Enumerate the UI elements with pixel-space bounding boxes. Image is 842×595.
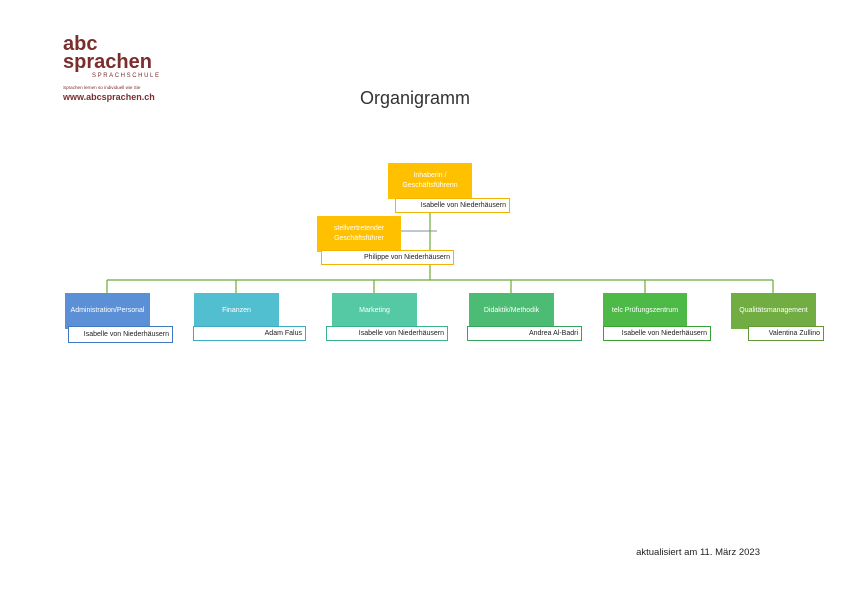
dept-qualitaet-name-box: Valentina Zullino (748, 326, 824, 341)
updated-date: aktualisiert am 11. März 2023 (636, 547, 760, 558)
dept-qualitaet-name: Valentina Zullino (768, 330, 820, 337)
dept-finanzen-box: Finanzen (194, 293, 279, 329)
logo-url: www.abcsprachen.ch (63, 92, 155, 102)
dept-didaktik-name-box: Andrea Al-Badri (467, 326, 582, 341)
deputy-role-line1: stellvertretender (333, 225, 385, 233)
logo-abc: abc (63, 33, 98, 55)
logo-tagline: Sprachen lernen so individuell wie Sie (63, 85, 141, 90)
deputy-name: Philippe von Niederhäusern (364, 254, 450, 261)
top-role-line2: Geschäftsführerin (402, 182, 458, 189)
dept-qualitaet-role: Qualitätsmanagement (739, 307, 808, 315)
logo-sprachen: sprachen (63, 51, 152, 73)
dept-marketing-box: Marketing (332, 293, 417, 329)
dept-administration-box: Administration/Personal (65, 293, 150, 329)
dept-telc-name-box: Isabelle von Niederhäusern (603, 326, 711, 341)
deputy-name-box: Philippe von Niederhäusern (321, 250, 454, 265)
dept-didaktik-name: Andrea Al-Badri (528, 330, 578, 337)
dept-administration-role: Administration/Personal (70, 307, 145, 315)
dept-administration-name: Isabelle von Niederhäusern (83, 331, 169, 338)
dept-administration-name-box: Isabelle von Niederhäusern (68, 326, 173, 343)
dept-marketing-role: Marketing (359, 307, 390, 315)
dept-didaktik-role: Didaktik/Methodik (483, 307, 540, 315)
top-role-line1: Inhaberin / (413, 172, 447, 180)
dept-telc-role: telc Prüfungszentrum (611, 307, 679, 315)
deputy-role-line2: Geschäftsführer (334, 235, 384, 242)
page-title: Organigramm (359, 88, 471, 108)
dept-finanzen-name: Adam Falus (264, 330, 302, 337)
dept-marketing-name: Isabelle von Niederhäusern (358, 330, 444, 337)
top-name-box: Isabelle von Niederhäusern (395, 198, 510, 213)
deputy-role-box: stellvertretender Geschäftsführer (317, 216, 401, 252)
dept-finanzen-name-box: Adam Falus (193, 326, 306, 341)
logo-subtitle: SPRACHSCHULE (92, 73, 161, 79)
dept-telc-box: telc Prüfungszentrum (603, 293, 687, 329)
dept-didaktik-box: Didaktik/Methodik (469, 293, 554, 329)
top-name: Isabelle von Niederhäusern (420, 202, 506, 209)
dept-finanzen-role: Finanzen (222, 307, 251, 315)
dept-telc-name: Isabelle von Niederhäusern (621, 330, 707, 337)
dept-marketing-name-box: Isabelle von Niederhäusern (326, 326, 448, 341)
top-role-box: Inhaberin / Geschäftsführerin (388, 163, 472, 199)
dept-qualitaet-box: Qualitätsmanagement (731, 293, 816, 329)
